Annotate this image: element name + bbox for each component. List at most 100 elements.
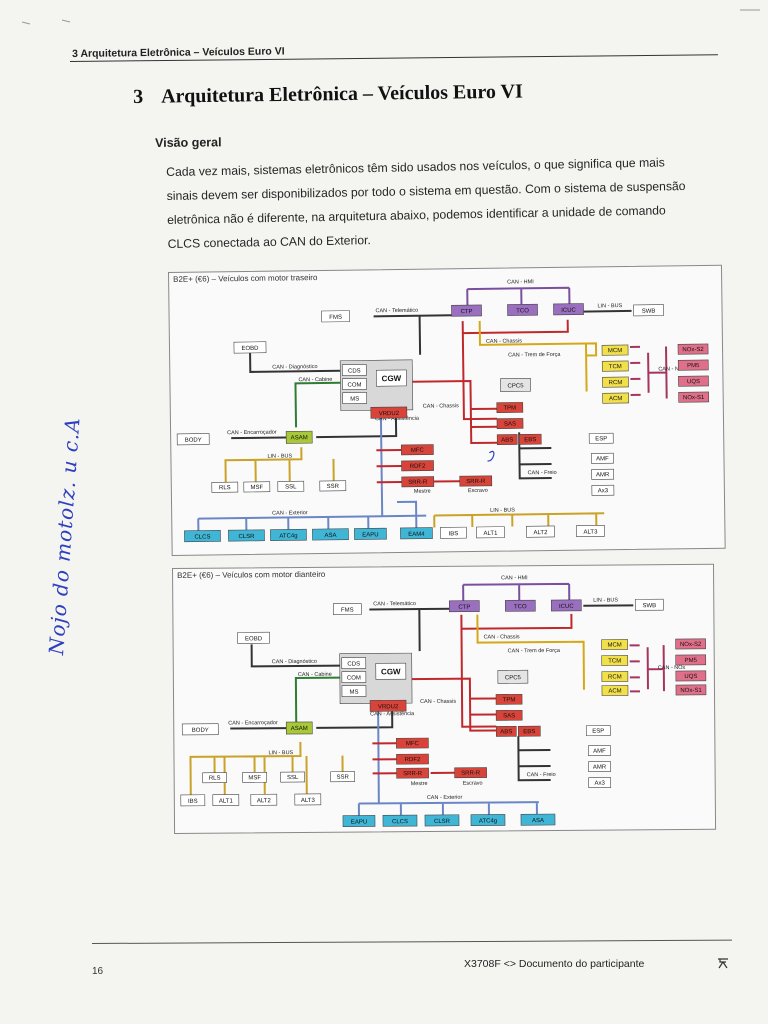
bus-lines: [189, 582, 665, 816]
svg-text:VRDU2: VRDU2: [378, 704, 399, 710]
svg-text:SRR-R: SRR-R: [408, 480, 428, 486]
svg-text:TCO: TCO: [516, 308, 529, 314]
svg-text:MS: MS: [350, 397, 359, 403]
svg-text:TPM: TPM: [503, 697, 516, 703]
label-mestre: Mestre: [414, 489, 431, 495]
ecu-ctp: CTP: [448, 600, 480, 613]
chapter-title-text: Arquitetura Eletrônica – Veículos Euro V…: [160, 80, 523, 108]
svg-text:Ax3: Ax3: [595, 781, 606, 787]
ecu-fms: FMS: [321, 310, 350, 323]
svg-text:COM: COM: [347, 676, 361, 682]
ecu-asam: ASAM: [285, 430, 313, 444]
ecu-alt1: ALT1: [212, 794, 240, 806]
svg-text:CGW: CGW: [382, 374, 402, 383]
ecu-amr: AMR: [588, 761, 611, 773]
svg-text:UQS: UQS: [687, 379, 700, 385]
document-reference: X3708F <> Documento do participante: [464, 958, 645, 970]
svg-text:EBS: EBS: [524, 437, 536, 443]
ecu-rdf2: RDF2: [401, 460, 434, 472]
svg-text:IBS: IBS: [188, 799, 198, 805]
svg-text:MS: MS: [349, 690, 358, 696]
ecu-cpc5: CPC5: [497, 669, 529, 684]
ecu-abs: ABS: [496, 434, 518, 446]
ecu-eobd: EOBD: [237, 631, 270, 644]
ecu-tpm: TPM: [495, 693, 523, 705]
bus-label-trem: CAN - Trem de Força: [508, 352, 561, 359]
svg-text:NOx-S1: NOx-S1: [683, 395, 705, 401]
ecu-srr-escravo: SRR-R: [459, 475, 493, 487]
ecu-acm: ACM: [602, 392, 630, 404]
bus-label-chassis-2: CAN - Chassis: [423, 403, 459, 409]
ecu-atc4g: ATC4g: [270, 528, 307, 541]
svg-text:ALT2: ALT2: [533, 530, 548, 536]
ecu-mcm: MCM: [601, 639, 628, 650]
ecu-units: FMS CTP TCO ICUC SWB EOBD CDS COM MS CGW…: [180, 598, 707, 827]
ecu-tco: TCO: [507, 303, 538, 316]
bus-label-hmi: CAN - HMI: [507, 279, 534, 285]
ecu-nox-s2: NOx-S2: [677, 343, 709, 355]
svg-text:ALT2: ALT2: [257, 798, 272, 804]
bus-label-nox: CAN - NOx: [658, 366, 686, 372]
svg-text:ACM: ACM: [608, 688, 621, 694]
ecu-alt2: ALT2: [526, 525, 555, 538]
svg-text:CTP: CTP: [461, 309, 473, 315]
bus-lines: [197, 286, 668, 531]
svg-text:ICUC: ICUC: [559, 604, 574, 610]
ecu-ssl: SSL: [280, 771, 305, 783]
handwritten-mark: [487, 450, 495, 462]
ecu-body: BODY: [176, 433, 210, 446]
svg-text:BODY: BODY: [192, 728, 209, 734]
label-mestre: Mestre: [411, 781, 428, 787]
ecu-nox-s2: NOx-S2: [675, 638, 706, 650]
svg-text:RCM: RCM: [609, 380, 623, 386]
svg-text:TCM: TCM: [608, 658, 621, 664]
bus-label-lin-mid: LIN - BUS: [267, 453, 292, 459]
bus-label-hmi: CAN - HMI: [501, 575, 528, 581]
ecu-sas: SAS: [496, 418, 524, 430]
ecu-fms: FMS: [332, 603, 362, 616]
ecu-alt2: ALT2: [250, 793, 278, 806]
ecu-tco: TCO: [504, 599, 536, 612]
svg-text:ASA: ASA: [532, 818, 544, 824]
bus-label-freio: CAN - Freio: [528, 470, 557, 476]
ecu-clcs: CLCS: [184, 530, 221, 543]
diagram-canvas: CAN - HMI CAN - Telemático LIN - BUS CAN…: [180, 575, 707, 827]
svg-text:RLS: RLS: [209, 776, 221, 782]
ecu-rls: RLS: [211, 481, 239, 493]
svg-text:CLCS: CLCS: [194, 534, 210, 540]
svg-text:BODY: BODY: [185, 438, 202, 444]
ecu-body: BODY: [181, 723, 219, 736]
svg-text:FMS: FMS: [329, 315, 342, 321]
svg-text:CDS: CDS: [348, 368, 361, 374]
bus-label-nox: CAN - NOx: [658, 665, 686, 671]
ecu-uqs: UQS: [678, 375, 709, 387]
ecu-icuc: ICUC: [550, 599, 582, 612]
svg-text:CTP: CTP: [458, 605, 470, 611]
svg-text:CPC5: CPC5: [507, 383, 524, 389]
svg-text:MFC: MFC: [411, 448, 425, 454]
svg-text:TPM: TPM: [503, 405, 516, 411]
ecu-pm5: PM5: [677, 359, 709, 371]
svg-text:NOx-S2: NOx-S2: [682, 347, 704, 353]
svg-text:MCM: MCM: [608, 348, 622, 354]
ecu-ssl: SSL: [277, 480, 305, 492]
svg-text:ALT1: ALT1: [483, 531, 498, 537]
ecu-swb: SWB: [634, 598, 664, 611]
svg-text:EOBD: EOBD: [241, 346, 259, 352]
scan-marks: [21, 9, 760, 25]
svg-text:ESP: ESP: [595, 436, 607, 442]
svg-text:Ax3: Ax3: [598, 488, 609, 494]
ecu-amr: AMR: [591, 468, 615, 480]
svg-text:SSR: SSR: [336, 775, 349, 781]
svg-text:ALT1: ALT1: [219, 799, 234, 805]
corner-glyph-icon: [718, 958, 728, 969]
ecu-ibs: IBS: [180, 794, 206, 807]
ecu-eam4: EAM4: [400, 527, 433, 540]
ecu-uqs: UQS: [675, 670, 707, 682]
svg-text:CGW: CGW: [381, 667, 401, 676]
ecu-amf: AMF: [588, 745, 611, 757]
svg-text:MCM: MCM: [607, 642, 621, 648]
ecu-ibs: IBS: [440, 526, 467, 539]
